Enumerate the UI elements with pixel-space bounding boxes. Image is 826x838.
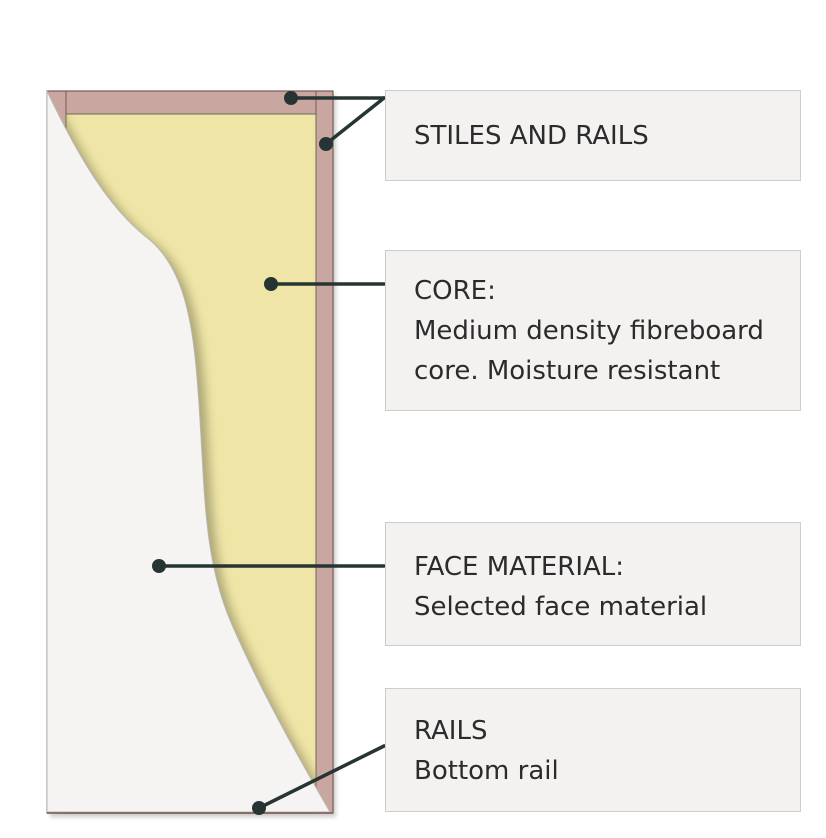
dot-stiles-top: [284, 91, 298, 105]
callout-text: Selected face material: [414, 592, 708, 622]
leader-lines: [157, 96, 386, 810]
callout-text: core. Moisture resistant: [414, 356, 721, 386]
dot-core: [264, 277, 278, 291]
leader-rails: [257, 744, 386, 810]
callout-face-material: FACE MATERIAL: Selected face material: [385, 522, 801, 646]
dot-stiles-side: [319, 137, 333, 151]
callout-core: CORE: Medium density fibreboard core. Mo…: [385, 250, 801, 411]
dot-rails: [252, 801, 266, 815]
callout-text: Bottom rail: [414, 756, 559, 786]
callout-title: FACE MATERIAL:: [414, 552, 625, 582]
callout-stiles-and-rails: STILES AND RAILS: [385, 90, 801, 181]
callout-title: CORE:: [414, 276, 496, 306]
leader-dots: [152, 91, 333, 815]
callout-rails: RAILS Bottom rail: [385, 688, 801, 812]
face-material: [46, 90, 331, 813]
callout-title: RAILS: [414, 716, 488, 746]
callout-text: Medium density fibreboard: [414, 316, 764, 346]
dot-face: [152, 559, 166, 573]
callout-title: STILES AND RAILS: [414, 121, 649, 151]
leader-stiles-side: [324, 96, 386, 146]
